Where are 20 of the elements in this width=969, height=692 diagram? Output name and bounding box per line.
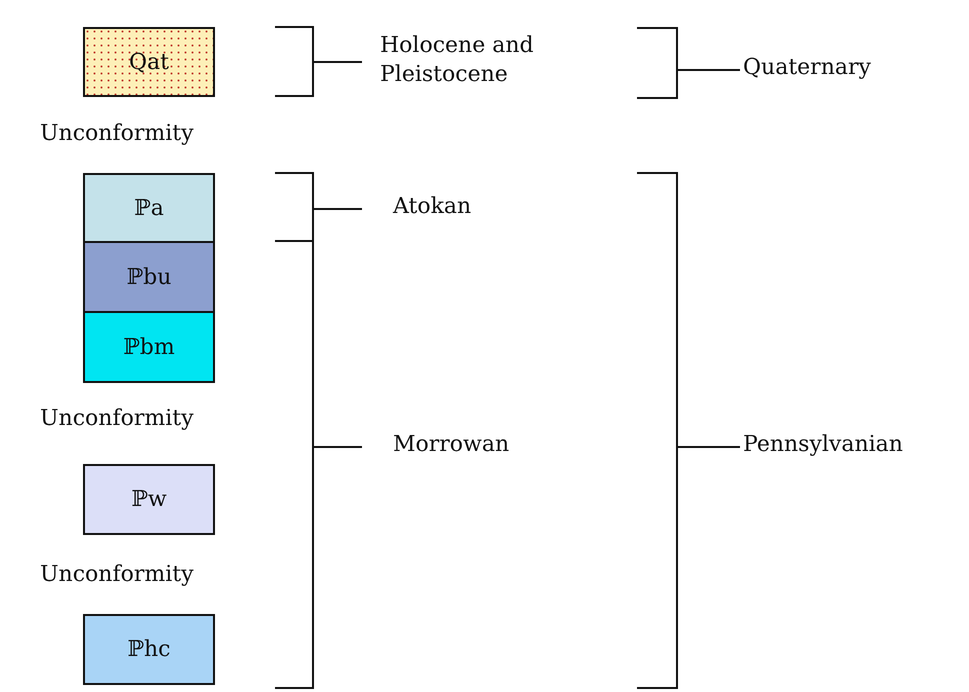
unit-symbol: ℙbm xyxy=(123,334,175,360)
unconformity-label: Unconformity xyxy=(40,561,195,589)
map-unit-box xyxy=(83,241,215,313)
map-unit-box xyxy=(83,464,215,535)
period-label: Pennsylvanian xyxy=(743,431,904,459)
map-unit-box xyxy=(83,27,215,97)
unit-symbol: ℙa xyxy=(134,196,164,220)
unit-symbol: Qat xyxy=(129,50,169,74)
map-unit-box xyxy=(83,173,215,243)
unit-symbol: ℙbu xyxy=(126,264,172,290)
map-unit-box xyxy=(83,311,215,383)
stage-label: Atokan xyxy=(393,193,472,221)
period-label: Quaternary xyxy=(743,54,872,82)
period-label: Holocene and Pleistocene xyxy=(380,32,535,89)
unit-symbol: ℙw xyxy=(131,487,167,512)
map-unit-box xyxy=(83,614,215,685)
unconformity-label: Unconformity xyxy=(40,405,195,433)
stage-label: Morrowan xyxy=(393,431,510,459)
unit-symbol: ℙhc xyxy=(127,637,171,662)
unconformity-label: Unconformity xyxy=(40,120,195,148)
